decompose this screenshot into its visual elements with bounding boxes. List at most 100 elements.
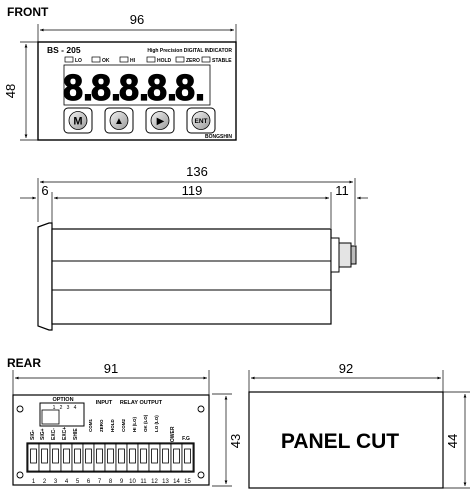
input-label: INPUT (96, 400, 113, 406)
rear-height-dimension (212, 393, 232, 487)
front-title: FRONT (7, 5, 49, 19)
fg-label: F.G (182, 436, 190, 442)
led-label: OK (102, 58, 110, 64)
terminal-number: 7 (98, 479, 102, 485)
side-view (37, 222, 357, 331)
terminal-label: SHIE (73, 428, 79, 440)
terminal-label: LO (LO) (154, 415, 159, 432)
mount-hole (16, 405, 24, 413)
terminal-label: COM1 (88, 419, 93, 432)
option-label: OPTION (52, 397, 73, 403)
terminal-screw (30, 448, 37, 464)
terminal-number: 9 (120, 479, 124, 485)
mount-hole (16, 471, 24, 479)
rear-width-label: 91 (104, 361, 118, 376)
terminal-label: COM2 (121, 419, 126, 432)
led-lo (64, 56, 74, 63)
body-dimensions (20, 192, 368, 228)
terminal-number: 10 (129, 479, 136, 485)
front-height-dimension (20, 41, 38, 141)
power-label: POWER (170, 426, 176, 445)
terminal-number: 11 (140, 479, 147, 485)
digit: 8. (91, 67, 121, 108)
rear-title: REAR (7, 356, 41, 370)
digit-display: 8. 8. 8. 8. 8. (62, 66, 205, 108)
display-window (63, 64, 211, 106)
led-ok (91, 56, 101, 63)
terminal-number: 4 (65, 479, 69, 485)
up-arrow-icon: ▲ (114, 116, 124, 127)
terminal-number: 5 (76, 479, 80, 485)
terminal-number: 12 (151, 479, 158, 485)
rear-width-dimension (12, 370, 210, 395)
digit: 8. (147, 67, 177, 108)
terminal-label: SIG+ (40, 428, 46, 440)
terminal-screw (63, 448, 70, 464)
overall-length-label: 136 (186, 164, 208, 179)
digit: 8. (175, 67, 205, 108)
led-hold (146, 56, 156, 63)
relay-output-label: RELAY OUTPUT (120, 400, 163, 406)
led-label: LO (75, 58, 82, 64)
terminal-number: 13 (162, 479, 169, 485)
terminal-screw (162, 448, 169, 464)
terminal-screw (173, 448, 180, 464)
mode-button[interactable]: M (63, 107, 93, 134)
led-zero (175, 56, 185, 63)
up-button[interactable]: ▲ (104, 107, 134, 134)
right-arrow-icon: ▶ (157, 116, 165, 127)
subtitle-label: High Precision DIGITAL INDICATOR (147, 48, 232, 54)
overall-length-dimension (37, 178, 356, 245)
terminal-screw (107, 448, 114, 464)
model-label: BS - 205 (47, 45, 81, 55)
led-label: HOLD (157, 58, 172, 64)
terminal-screw (85, 448, 92, 464)
mount-hole (197, 471, 205, 479)
rear-length-label: 11 (335, 183, 349, 198)
led-label: HI (130, 58, 136, 64)
terminal-screw (184, 448, 191, 464)
terminal-number: 14 (173, 479, 180, 485)
terminal-screw (96, 448, 103, 464)
rear-height-label: 43 (228, 434, 243, 448)
led-label: STABLE (212, 58, 232, 64)
terminal-label: OK (LO) (143, 414, 148, 432)
terminal-screw (74, 448, 81, 464)
terminal-number: 1 (32, 479, 36, 485)
panel-cut-height-dimension (443, 391, 470, 489)
mount-hole (197, 405, 205, 413)
mode-button-label: M (73, 116, 82, 128)
terminal-label: HOLD (110, 419, 115, 432)
body-length-label: 119 (182, 183, 203, 198)
option-number: 2 (60, 405, 63, 411)
terminal-number: 8 (109, 479, 113, 485)
front-height-label: 48 (3, 84, 18, 98)
enter-button-label: ENT (195, 118, 208, 125)
terminal-label: EXC+ (62, 427, 68, 440)
front-thickness-label: 6 (41, 183, 48, 198)
digit: 8. (63, 67, 93, 108)
panel-cut-height-label: 44 (445, 434, 460, 448)
terminal-screw (129, 448, 136, 464)
terminal-screw (118, 448, 125, 464)
terminal-number: 3 (54, 479, 58, 485)
enter-button[interactable]: ENT (186, 107, 216, 134)
terminal-screw (151, 448, 158, 464)
right-button[interactable]: ▶ (145, 107, 175, 134)
terminal-label: EXC- (51, 428, 57, 440)
panel-cut-rect (248, 391, 444, 489)
panel-cut-width-label: 92 (339, 361, 353, 376)
terminal-number: 6 (87, 479, 91, 485)
led-hi (119, 56, 129, 63)
terminal-label: HI (LO) (132, 417, 137, 432)
panel-cut-label: PANEL CUT (281, 430, 399, 453)
terminal-screw (140, 448, 147, 464)
digit: 8. (119, 67, 149, 108)
led-stable (201, 56, 211, 63)
option-number: 3 (67, 405, 70, 411)
option-slot (41, 409, 60, 425)
front-width-label: 96 (130, 12, 144, 27)
panel-cut-width-dimension (248, 370, 444, 392)
